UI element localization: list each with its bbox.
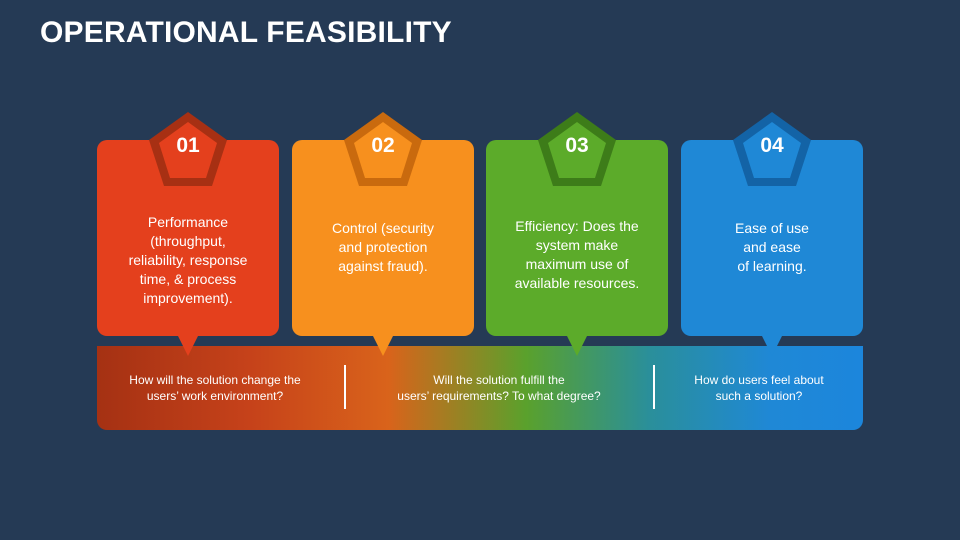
card-number: 01 [176,134,200,157]
feasibility-card-01: 01 Performance (throughput, reliability,… [97,112,279,356]
pentagon-badge: 03 [536,110,618,188]
card-text: Ease of use and ease of learning. [735,219,809,274]
question-3: How do users feel about such a solution? [694,373,824,403]
pentagon-badge: 02 [342,110,424,188]
feasibility-card-04: 04 Ease of use and ease of learning. [681,112,863,356]
questions-band: How will the solution change the users’ … [97,346,863,430]
question-2: Will the solution fulfill the users’ req… [397,373,601,403]
card-pointer [373,336,393,356]
card-number: 03 [565,134,589,157]
pentagon-badge: 04 [731,110,813,188]
pentagon-badge: 01 [147,110,229,188]
feasibility-card-02: 02 Control (security and protection agai… [292,112,474,356]
band-divider [344,365,346,409]
card-pointer [567,336,587,356]
card-number: 04 [760,134,784,157]
card-text: Control (security and protection against… [332,219,434,274]
card-text: Performance (throughput, reliability, re… [128,213,248,306]
card-pointer [178,336,198,356]
page-title: OPERATIONAL FEASIBILITY [40,16,452,49]
card-text: Efficiency: Does the system make maximum… [514,218,640,291]
question-1: How will the solution change the users’ … [129,373,301,403]
card-pointer [762,336,782,356]
card-number: 02 [371,134,395,157]
band-divider [653,365,655,409]
feasibility-card-03: 03 Efficiency: Does the system make maxi… [486,112,668,356]
